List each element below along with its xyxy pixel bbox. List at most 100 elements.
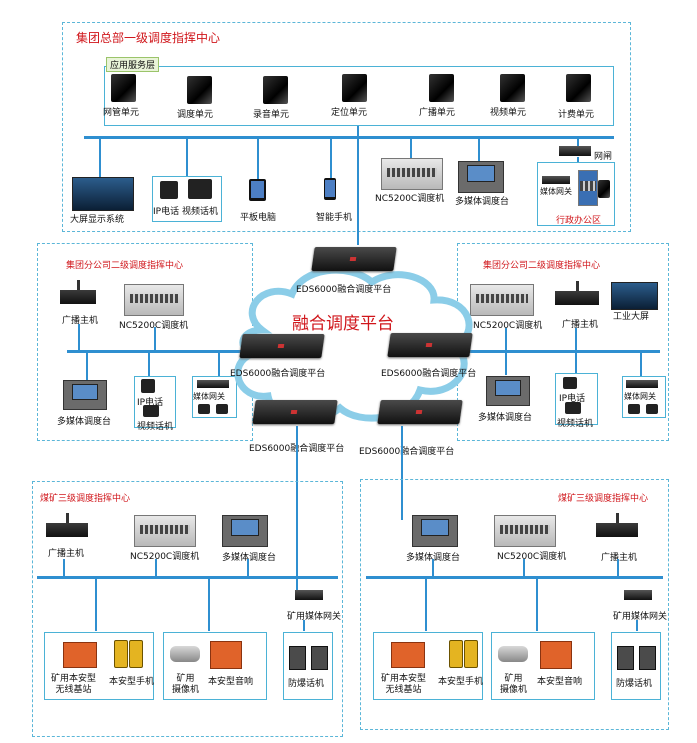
drop-line — [95, 579, 97, 631]
drop-line — [154, 327, 156, 350]
mobile-label: 智能手机 — [316, 213, 353, 223]
drop-line — [536, 579, 538, 631]
server-icon — [429, 74, 454, 102]
drop-line — [78, 324, 80, 350]
eds6000-server-icon — [377, 400, 463, 424]
phone-icon — [216, 404, 228, 414]
nc5200-label: NC5200C调度机 — [119, 321, 189, 331]
eds6000-server-icon — [252, 400, 338, 424]
drop-line — [86, 353, 88, 380]
camera-icon — [498, 646, 528, 662]
eds6000-server-icon — [311, 247, 397, 271]
gateway-label: 网闸 — [594, 152, 613, 162]
drop-line — [257, 139, 259, 179]
server-icon — [342, 74, 367, 102]
big-screen-icon — [611, 282, 658, 310]
drop-line — [148, 353, 150, 376]
ip-phone-icon — [141, 379, 155, 393]
phone-icon — [646, 404, 658, 414]
left-branch-title: 集团分公司二级调度指挥中心 — [66, 261, 184, 271]
mine-gateway-label: 矿用媒体网关 — [287, 612, 342, 622]
drop-line — [505, 353, 507, 375]
explosion-phone-icon — [617, 646, 634, 670]
explosion-phone-label: 防爆话机 — [288, 679, 325, 689]
tablet-label: 平板电脑 — [240, 213, 277, 223]
media-gateway-icon — [197, 380, 229, 388]
ip-phone-box — [134, 376, 176, 428]
eds6000-label: EDS6000融合调度平台 — [230, 369, 326, 379]
broadcast-host-icon — [46, 513, 88, 537]
nc5200-label: NC5200C调度机 — [473, 321, 543, 331]
ip-phone-label: IP电话 — [559, 394, 586, 404]
drop-line — [63, 559, 65, 576]
multimedia-label: 多媒体调度台 — [57, 417, 112, 427]
video-phone-icon — [565, 402, 581, 414]
explosion-phone-icon — [311, 646, 328, 670]
handset-icon — [449, 640, 463, 668]
drop-line — [99, 139, 101, 179]
office-device-icon — [578, 170, 598, 206]
explosion-phone-icon — [289, 646, 306, 670]
multimedia-console-icon — [63, 380, 107, 410]
media-gateway-box — [192, 376, 237, 418]
eds6000-server-icon — [387, 333, 473, 357]
broadcast-label: 广播主机 — [62, 316, 99, 326]
handset-label: 本安型手机 — [438, 677, 484, 687]
nc5200-icon — [494, 515, 556, 547]
drop-line — [218, 353, 220, 376]
ip-phone-icon — [160, 181, 178, 199]
broadcast-host-icon — [555, 281, 599, 305]
office-label: 行政办公区 — [556, 216, 602, 226]
left-branch-bus — [67, 350, 250, 353]
camera-box — [163, 632, 267, 700]
broadcast-label: 广播主机 — [601, 553, 638, 563]
gateway-icon — [559, 146, 591, 156]
speaker-icon — [540, 641, 572, 669]
hq-region — [62, 22, 631, 232]
wall-label: 大屏显示系统 — [70, 215, 125, 225]
media-gateway-label: 媒体网关 — [540, 187, 572, 196]
handset-icon — [129, 640, 143, 668]
nc5200-icon — [470, 284, 534, 316]
explosion-phone-icon — [639, 646, 656, 670]
nc5200-label: NC5200C调度机 — [375, 194, 445, 204]
multimedia-console-icon — [222, 515, 268, 547]
app-layer-label: 应用服务层 — [106, 57, 160, 72]
hq-title: 集团总部一级调度指挥中心 — [76, 31, 221, 45]
nc5200-label: NC5200C调度机 — [130, 552, 200, 562]
big-screen-icon — [72, 177, 134, 211]
drop-line — [575, 328, 577, 350]
eds6000-label: EDS6000融合调度平台 — [296, 285, 392, 295]
server-label: 调度单元 — [177, 110, 214, 120]
ip-phone-label: IP电话 — [137, 398, 164, 408]
nc5200-icon — [134, 515, 196, 547]
drop-line — [155, 559, 157, 576]
media-gateway-label: 媒体网关 — [193, 392, 225, 401]
right-mine-bus — [366, 576, 663, 579]
mine-gateway-label: 矿用媒体网关 — [613, 612, 668, 622]
broadcast-host-icon — [60, 280, 96, 304]
server-icon — [500, 74, 525, 102]
explosion-phone-box — [283, 632, 333, 700]
ip-phone-label: IP电话 视频话机 — [153, 207, 218, 217]
nc5200-icon — [381, 158, 443, 190]
server-icon — [187, 76, 212, 104]
multimedia-label: 多媒体调度台 — [455, 197, 510, 207]
base-station-icon — [391, 642, 425, 668]
server-label: 广播单元 — [419, 108, 456, 118]
eds6000-label: EDS6000融合调度平台 — [359, 447, 455, 457]
drop-line — [425, 579, 427, 631]
video-phone-label: 视频话机 — [557, 419, 594, 429]
media-gateway-label: 媒体网关 — [624, 392, 656, 401]
drop-line — [410, 139, 412, 159]
speaker-label: 本安型音响 — [537, 677, 583, 687]
drop-line — [577, 139, 579, 151]
right-branch-bus — [463, 350, 660, 353]
handset-label: 本安型手机 — [109, 677, 155, 687]
video-phone-icon — [188, 179, 212, 199]
camera-label: 矿用 摄像机 — [172, 674, 200, 695]
drop-line — [636, 620, 638, 631]
phone-icon — [198, 404, 210, 414]
video-phone-label: 视频话机 — [137, 422, 174, 432]
broadcast-host-icon — [596, 513, 638, 537]
